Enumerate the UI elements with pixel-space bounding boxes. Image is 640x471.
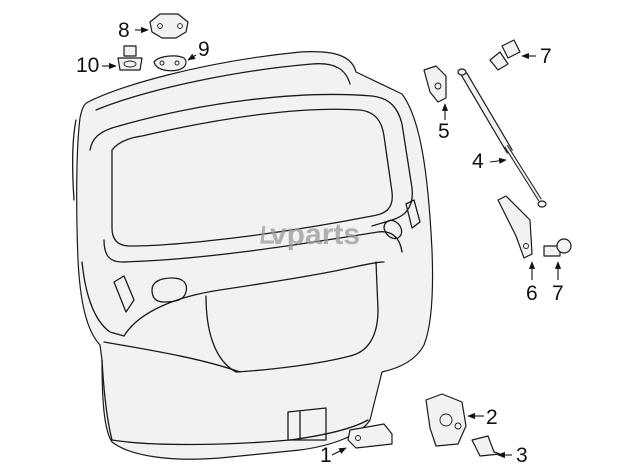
callout-9: 9 xyxy=(187,38,210,61)
callout-8: 8 xyxy=(118,19,149,42)
callout-2-label: 2 xyxy=(486,406,498,429)
callout-6-label: 6 xyxy=(526,282,538,305)
part-4-strut[interactable] xyxy=(457,68,547,208)
callout-10: 10 xyxy=(76,54,117,77)
callout-3-label: 3 xyxy=(516,444,528,467)
part-7-bolt-lower[interactable] xyxy=(543,238,572,257)
part-2-latch[interactable] xyxy=(425,393,467,447)
liftgate-assembly xyxy=(72,51,434,460)
part-1-switch[interactable] xyxy=(347,423,393,449)
callout-6: 6 xyxy=(526,261,538,305)
callout-7b-label: 7 xyxy=(552,282,564,305)
callout-5: 5 xyxy=(438,103,450,143)
callout-4-label: 4 xyxy=(472,150,484,173)
part-8-hinge[interactable] xyxy=(149,13,189,39)
part-10-bolt[interactable] xyxy=(117,45,143,71)
watermark: vparts xyxy=(260,218,360,251)
callout-4: 4 xyxy=(472,150,507,173)
callout-9-label: 9 xyxy=(198,38,210,61)
part-6-bracket[interactable] xyxy=(497,195,533,259)
callout-1-label: 1 xyxy=(320,444,332,467)
part-9-gasket[interactable] xyxy=(153,55,187,72)
watermark-text: vparts xyxy=(270,218,360,251)
callout-3: 3 xyxy=(497,444,528,467)
part-7-bolt-top[interactable] xyxy=(489,39,521,71)
callouts: 8 9 10 7 5 4 6 7 xyxy=(76,19,564,467)
part-5-bracket[interactable] xyxy=(423,65,447,103)
callout-7a-label: 7 xyxy=(540,45,552,68)
callout-2: 2 xyxy=(467,406,498,429)
callout-1: 1 xyxy=(320,444,347,467)
callout-10-label: 10 xyxy=(76,54,99,77)
part-3-striker[interactable] xyxy=(471,435,501,457)
callout-7-lower: 7 xyxy=(552,261,564,305)
callout-7-top: 7 xyxy=(521,45,552,68)
callout-5-label: 5 xyxy=(438,120,450,143)
callout-8-label: 8 xyxy=(118,19,130,42)
